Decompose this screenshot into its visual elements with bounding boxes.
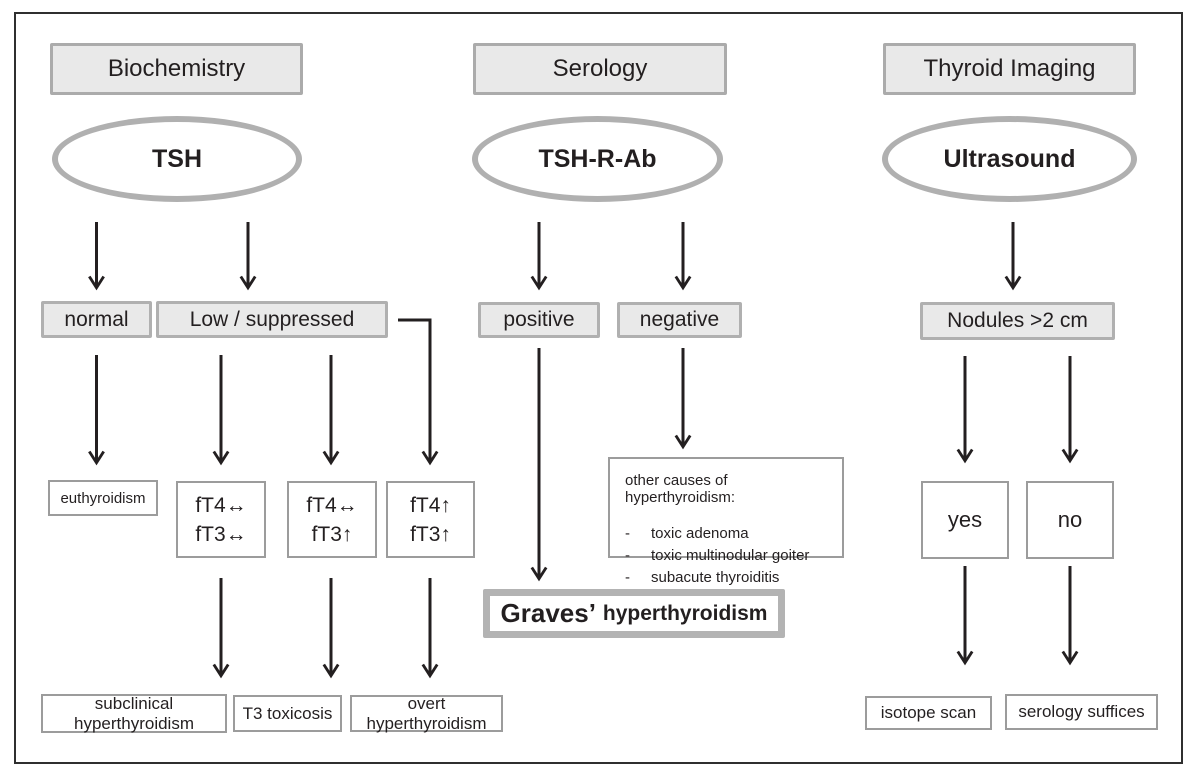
node-no: no [1026,481,1114,559]
dash-bullet: - [625,569,630,586]
list-item: - subacute thyroiditis [625,567,779,589]
node-negative: negative [617,302,742,338]
list-item: - toxic adenoma [625,523,749,545]
other-cause-label: toxic adenoma [651,525,749,542]
ft4-line: fT4↔ [195,493,247,517]
elbow-low-to-ft4up-ft3up [398,318,439,466]
dash-bullet: - [625,547,630,564]
oval-tsh-r-ab: TSH-R-Ab [472,116,723,202]
oval-tsh: TSH [52,116,302,202]
node-t3-toxicosis: T3 toxicosis [233,695,342,732]
diagnosis-emphasis: Graves’ [500,598,596,628]
ft4-line: fT4↔ [306,493,358,517]
ft4-line: fT4↑ [410,493,451,517]
node-ft4eq-ft3eq: fT4↔ fT3↔ [176,481,266,558]
node-euthyroidism: euthyroidism [48,480,158,516]
node-graves-hyperthyroidism: Graves’ hyperthyroidism [483,589,785,638]
node-subclinical-hyperthyroidism: subclinical hyperthyroidism [41,694,227,733]
node-isotope-scan: isotope scan [865,696,992,730]
node-tsh-low-suppressed: Low / suppressed [156,301,388,338]
node-yes: yes [921,481,1009,559]
node-other-causes: other causes of hyperthyroidism: - toxic… [608,457,844,586]
ft3-line: fT3↑ [410,522,451,546]
other-cause-label: toxic multinodular goiter [651,547,810,564]
node-overt-hyperthyroidism: overt hyperthyroidism [350,694,503,733]
dash-bullet: - [625,525,630,542]
oval-ultrasound: Ultrasound [882,116,1137,202]
header-biochemistry: Biochemistry [50,43,303,95]
node-tsh-normal: normal [41,301,152,338]
list-item: - toxic multinodular goiter [625,545,809,567]
ft3-line: fT3↑ [311,522,353,546]
node-nodules-gt-2cm: Nodules >2 cm [920,302,1115,340]
node-serology-suffices: serology suffices [1005,694,1158,730]
node-ft4up-ft3up: fT4↑ fT3↑ [386,481,475,558]
other-cause-label: subacute thyroiditis [651,569,780,586]
node-ft4eq-ft3up: fT4↔ fT3↑ [287,481,377,558]
header-thyroid-imaging: Thyroid Imaging [883,43,1136,95]
diagnosis-rest: hyperthyroidism [602,601,768,625]
other-causes-title: other causes of hyperthyroidism: [625,472,736,506]
node-positive: positive [478,302,600,338]
ft3-line: fT3↔ [195,522,247,546]
header-serology: Serology [473,43,727,95]
